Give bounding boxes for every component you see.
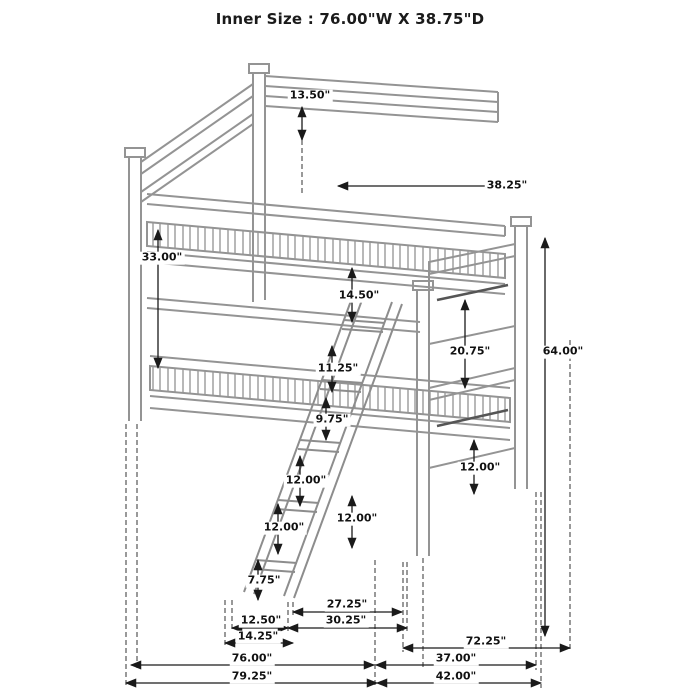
dim-label-depth-37: 37.00" bbox=[433, 651, 479, 666]
dim-label-ladder-base: 30.25" bbox=[323, 613, 369, 628]
top-bunk-side-rail bbox=[146, 251, 506, 295]
dim-label-ladder-span: 27.25" bbox=[324, 597, 370, 612]
footboard-upper-panel bbox=[428, 242, 516, 346]
dim-label-left-height: 33.00" bbox=[139, 250, 185, 265]
dim-label-ladder-step-upper: 12.00" bbox=[283, 473, 329, 488]
dim-label-overall-depth: 42.00" bbox=[433, 669, 479, 684]
footboard-lower-edge bbox=[428, 379, 516, 401]
ladder-left-rail bbox=[243, 297, 363, 595]
footboard-upper-edge bbox=[428, 255, 516, 275]
bottom-bunk-slats bbox=[149, 364, 511, 424]
dim-label-inner-width: 76.00" bbox=[229, 651, 275, 666]
back-left-post bbox=[252, 73, 266, 302]
top-bunk-slats bbox=[146, 220, 506, 280]
dim-label-depth: 38.25" bbox=[484, 178, 530, 193]
dim-label-total-height: 64.00" bbox=[540, 344, 586, 359]
ladder-rung bbox=[275, 499, 320, 513]
ladder bbox=[243, 297, 403, 599]
dim-label-top-rail: 13.50" bbox=[287, 88, 333, 103]
ladder-rung bbox=[297, 439, 342, 453]
dim-label-post-bottom: 12.00" bbox=[334, 511, 380, 526]
front-right-post bbox=[416, 290, 430, 556]
bottom-back-rail bbox=[146, 297, 421, 333]
dim-label-ladder-width: 14.25" bbox=[235, 629, 281, 644]
footboard-lower-panel bbox=[428, 366, 516, 470]
top-front-guard-rail bbox=[146, 193, 506, 237]
footboard-slots bbox=[436, 283, 509, 428]
dim-label-overall-width: 79.25" bbox=[229, 669, 275, 684]
dim-label-9-75: 9.75" bbox=[313, 412, 351, 427]
ladder-rung bbox=[253, 559, 298, 573]
dim-label-foot-rail: 12.00" bbox=[457, 460, 503, 475]
dim-label-bottom-clearance: 7.75" bbox=[245, 573, 283, 588]
post-cap bbox=[124, 147, 146, 158]
dim-label-rail-gap: 14.50" bbox=[336, 288, 382, 303]
dim-label-step-width: 12.50" bbox=[238, 613, 284, 628]
bed-frame bbox=[124, 63, 532, 556]
post-cap bbox=[510, 216, 532, 227]
dim-label-11-25: 11.25" bbox=[315, 361, 361, 376]
dim-label-ladder-step-lower: 12.00" bbox=[261, 520, 307, 535]
inner-size-title: Inner Size : 76.00"W X 38.75"D bbox=[215, 10, 485, 28]
ladder-right-rail bbox=[283, 301, 403, 599]
dim-label-length-72: 72.25" bbox=[463, 634, 509, 649]
head-guard-rail bbox=[140, 83, 254, 203]
front-left-post bbox=[128, 157, 142, 421]
top-back-guard-rail bbox=[264, 75, 499, 123]
back-right-post bbox=[514, 226, 528, 489]
dim-label-bunk-gap: 20.75" bbox=[447, 344, 493, 359]
post-cap bbox=[248, 63, 270, 74]
